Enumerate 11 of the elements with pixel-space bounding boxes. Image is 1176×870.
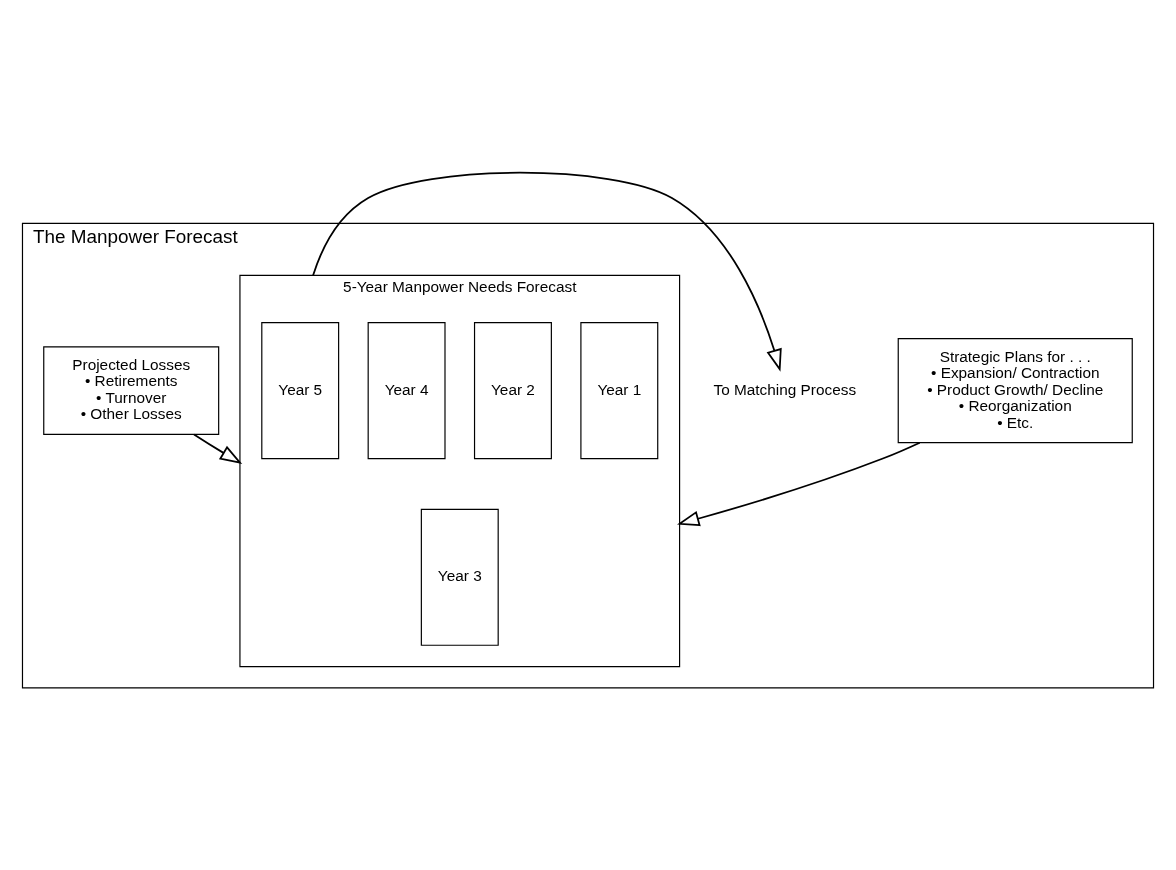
node-box: Year 1 [580,322,659,460]
node-box: Year 4 [367,322,446,460]
node-box: Strategic Plans for . . . • Expansion/ Contraction • Product Growth/ Decline • Reorganization • Etc. [897,338,1133,444]
arrow [312,171,782,372]
node-text: To Matching Process [713,380,857,398]
node-box: Year 3 [420,508,499,646]
node-box: Year 5 [261,322,340,460]
node-box: Projected Losses • Retirements • Turnover • Other Losses [43,346,220,435]
arrow [677,441,921,527]
arrow [193,433,243,465]
node-box: Year 2 [473,322,552,460]
